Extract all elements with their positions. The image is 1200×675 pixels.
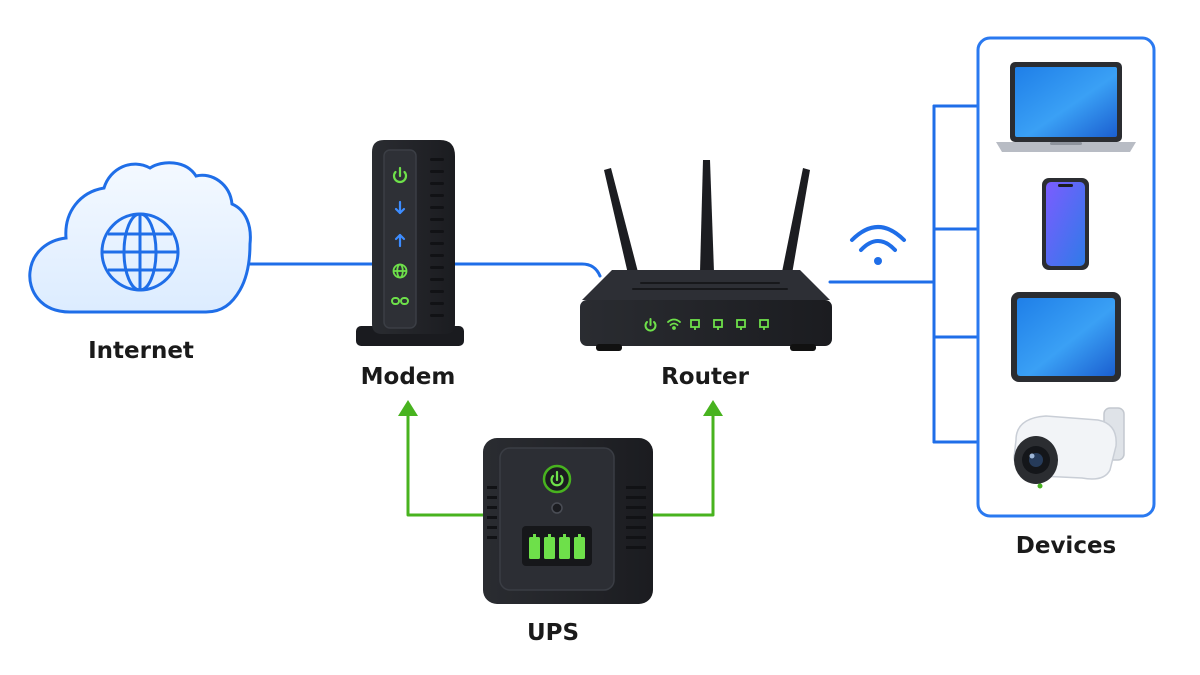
router-top [582, 270, 830, 300]
modem-power-arrowhead [398, 400, 418, 416]
laptop-icon [996, 62, 1136, 152]
connection-lines [238, 104, 980, 444]
ups-to-modem-power-line [406, 410, 485, 517]
modem-label: Modem [360, 364, 456, 390]
globe-icon [392, 263, 408, 279]
ups-indicator-dot [551, 502, 563, 514]
link-icon [391, 297, 409, 305]
router [580, 160, 832, 351]
devices-panel [976, 36, 1156, 518]
lan-port-icon [736, 319, 746, 330]
router-top-vents [632, 282, 788, 290]
tablet-icon [1011, 292, 1121, 382]
internet-label: Internet [88, 338, 194, 364]
router-label: Router [661, 364, 749, 390]
internet-cloud [28, 161, 252, 314]
ups-label: UPS [526, 620, 580, 646]
ups-to-router-power-line [650, 410, 715, 517]
router-antennas [604, 160, 810, 274]
ups [483, 438, 653, 604]
upload-arrow-icon [394, 233, 406, 248]
power-icon [644, 318, 657, 332]
router-power-arrowhead [703, 400, 723, 416]
download-arrow-icon [394, 200, 406, 215]
power-icon [550, 470, 564, 487]
security-camera-icon [1013, 407, 1125, 489]
devices-label: Devices [1015, 533, 1117, 559]
lan-port-icon [759, 319, 769, 330]
smartphone-icon [1042, 178, 1089, 270]
globe-icon [100, 212, 180, 292]
power-arrowheads [398, 400, 723, 416]
modem [356, 140, 464, 346]
ups-vents-left [487, 486, 497, 539]
power-icon [392, 166, 408, 184]
router-foot-left [596, 344, 622, 351]
modem-vents [430, 158, 444, 317]
power-lines [406, 410, 715, 517]
router-foot-right [790, 344, 816, 351]
lan-port-icon [690, 319, 700, 330]
ups-vents-right [626, 486, 646, 549]
battery-level-icon [529, 534, 585, 559]
wifi-icon [667, 318, 681, 330]
lan-port-icon [713, 319, 723, 330]
wifi-signal-icon [850, 225, 906, 265]
modem-to-router-line [453, 262, 602, 278]
router-body [580, 300, 832, 346]
